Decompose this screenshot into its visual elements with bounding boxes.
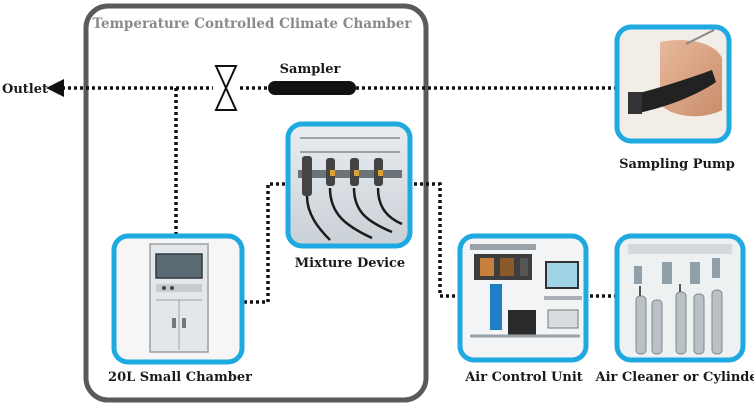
mixture-device-label: Mixture Device bbox=[295, 256, 405, 271]
connection-lines bbox=[62, 86, 616, 304]
air-cleaner-label: Air Cleaner or Cylinder bbox=[595, 370, 754, 385]
climate-chamber-frame bbox=[83, 3, 429, 403]
air-control-unit-label: Air Control Unit bbox=[464, 370, 583, 385]
sampling-pump-photo bbox=[614, 24, 732, 144]
mixture-device-photo bbox=[285, 121, 413, 249]
outlet-label: Outlet bbox=[2, 82, 48, 97]
small-chamber-label: 20L Small Chamber bbox=[108, 370, 252, 385]
air-cleaner-photo bbox=[614, 233, 746, 363]
sampler-tube bbox=[268, 81, 356, 95]
sampler-label: Sampler bbox=[280, 62, 341, 77]
arrow-left-icon bbox=[46, 79, 64, 97]
chamber-title: Temperature Controlled Climate Chamber bbox=[93, 16, 413, 32]
small-chamber-photo bbox=[111, 233, 245, 365]
valve-icon bbox=[214, 65, 238, 111]
air-control-unit-photo bbox=[457, 233, 589, 363]
sampling-pump-label: Sampling Pump bbox=[619, 157, 735, 172]
